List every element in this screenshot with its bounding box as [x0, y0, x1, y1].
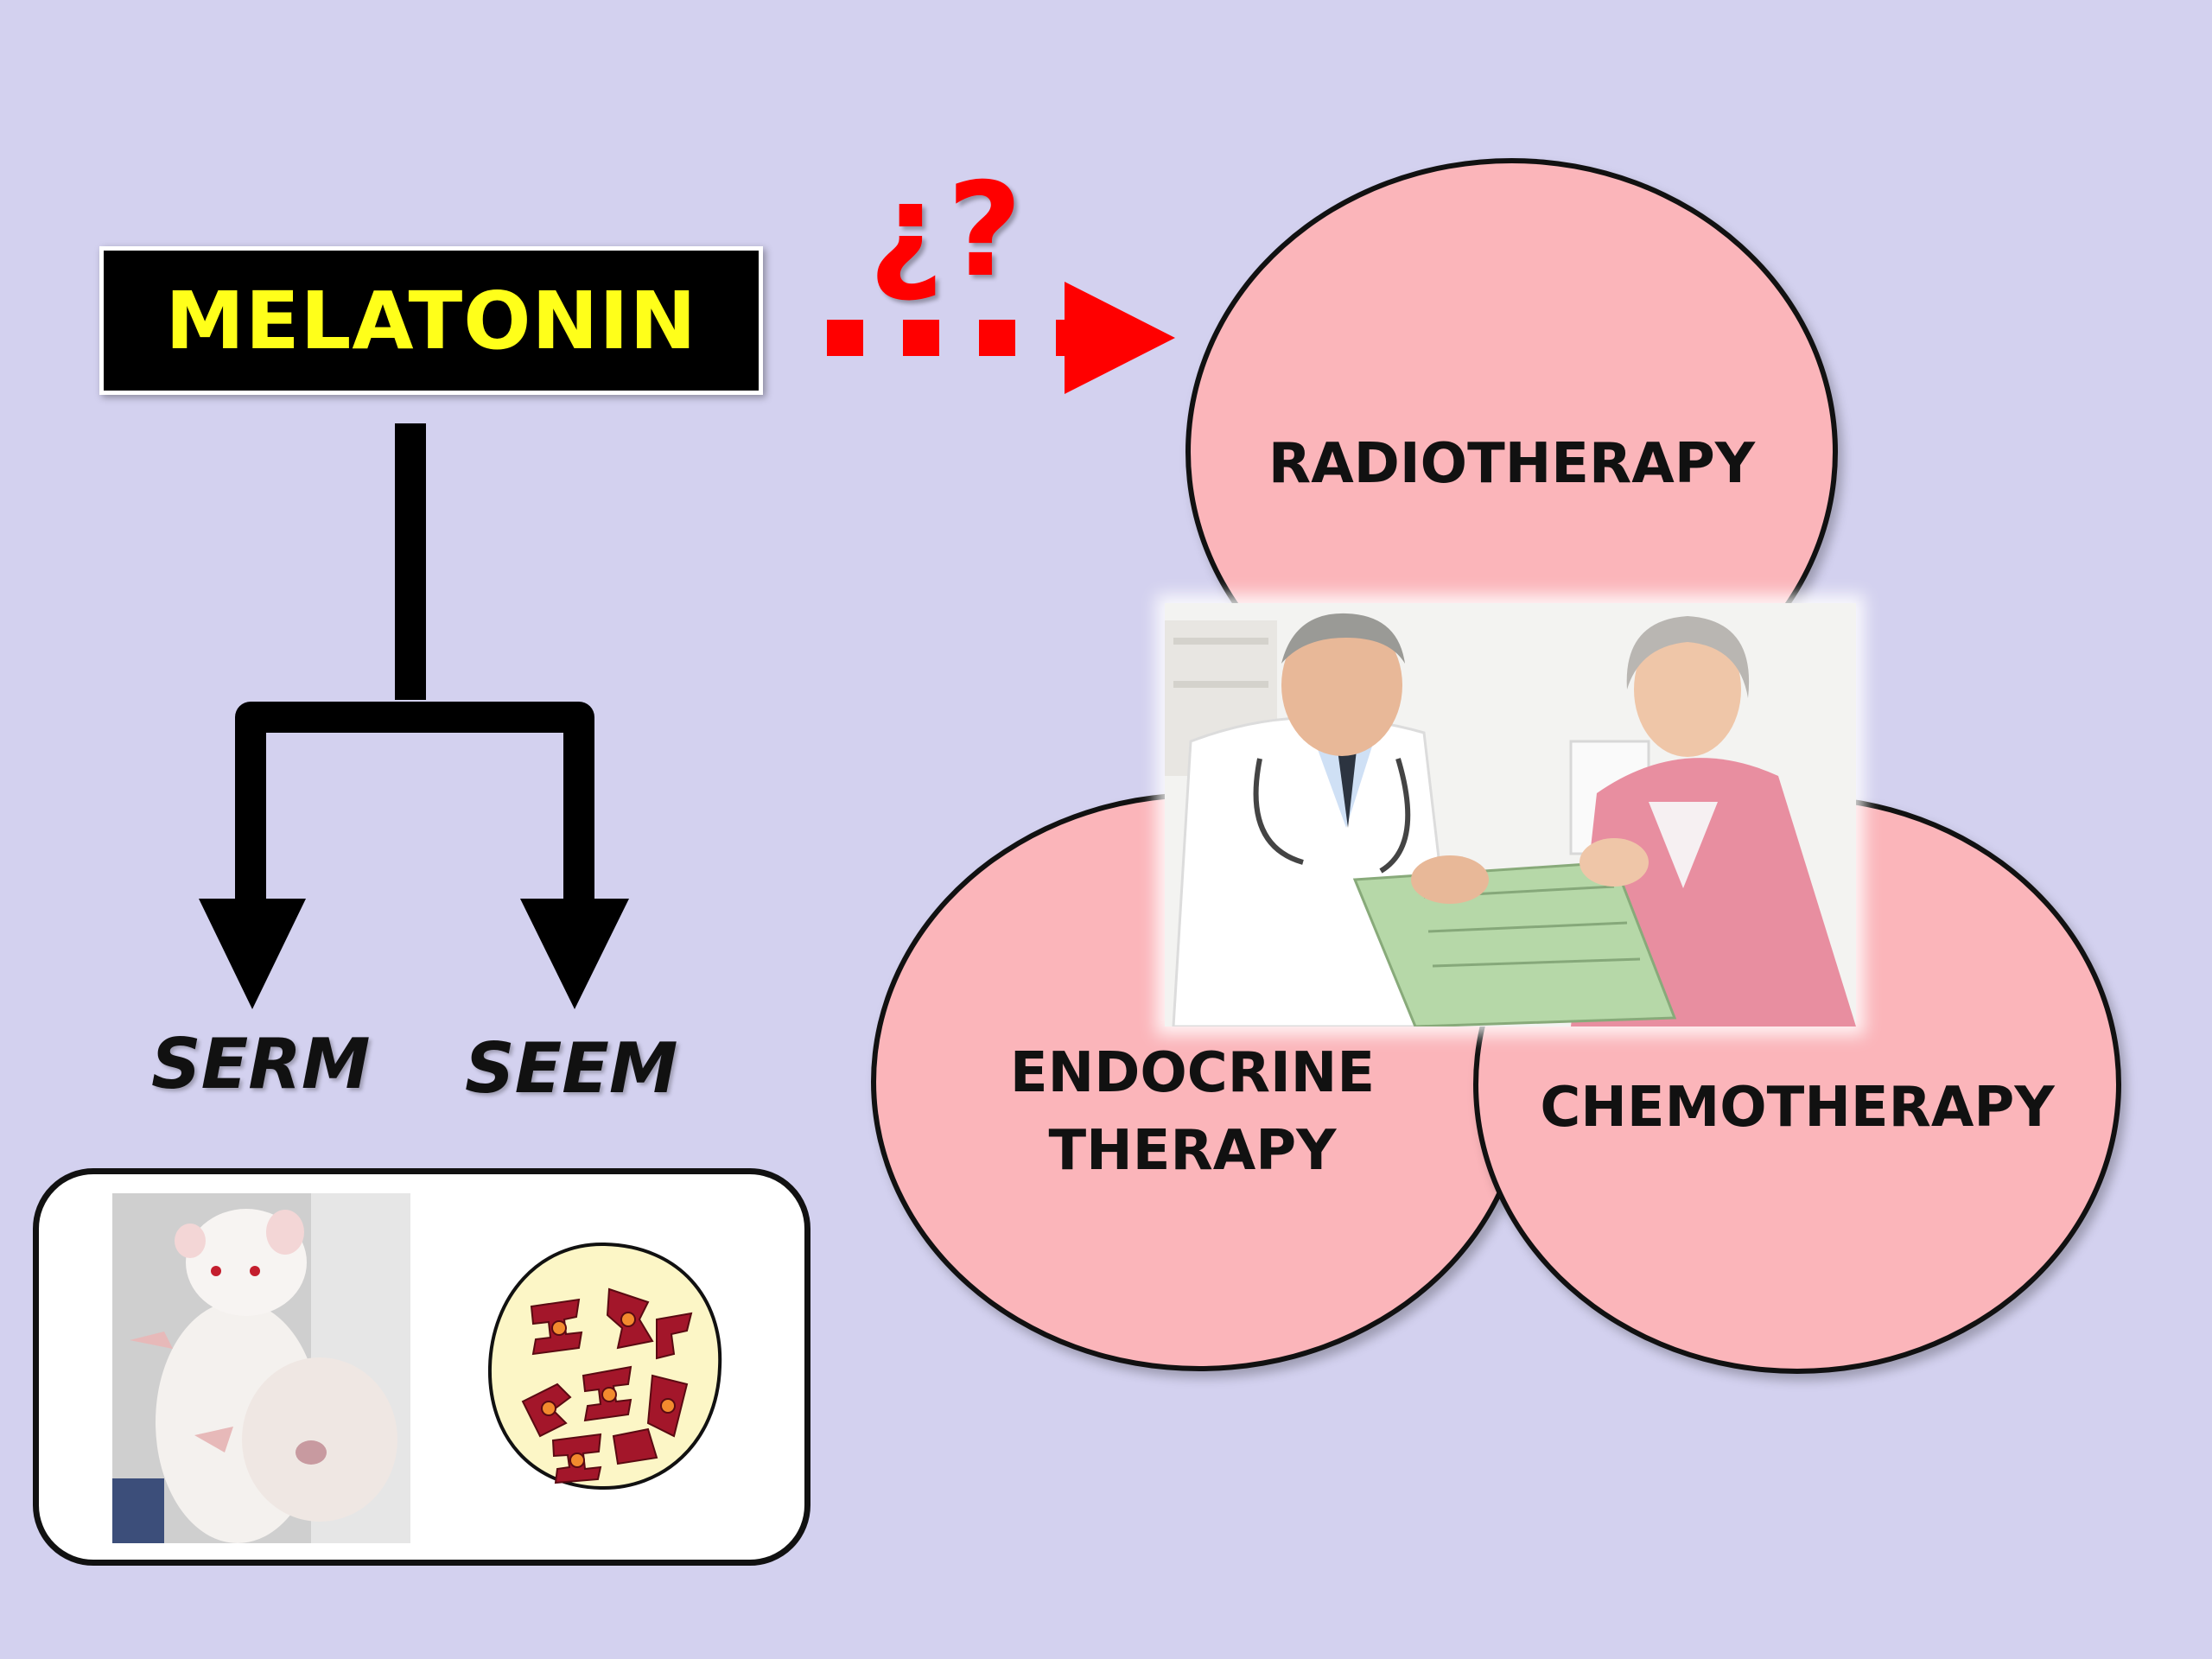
dashed-red-arrow: [827, 282, 1175, 394]
doctor-patient-illustration: [1165, 603, 1856, 1027]
melatonin-box: MELATONIN: [99, 246, 763, 395]
seem-arrowhead: [520, 899, 629, 1009]
seem-label: SEEM: [465, 1028, 678, 1109]
branch-arrows: [199, 423, 629, 1009]
models-box: [33, 1168, 810, 1566]
endocrine-therapy-label-line2: THERAPY: [1048, 1119, 1337, 1183]
cell-culture-icon: [487, 1242, 722, 1491]
endocrine-therapy-label-line1: ENDOCRINE: [1009, 1041, 1376, 1105]
chemotherapy-label: CHEMOTHERAPY: [1540, 1076, 2055, 1140]
rat-photo: [112, 1193, 410, 1543]
question-mark-label: ¿?: [868, 156, 1027, 306]
melatonin-label: MELATONIN: [165, 274, 697, 367]
serm-arrowhead: [199, 899, 306, 1009]
doctor-patient-photo: [1165, 603, 1856, 1027]
radiotherapy-label: RADIOTHERAPY: [1268, 432, 1756, 496]
serm-label: SERM: [151, 1024, 371, 1104]
